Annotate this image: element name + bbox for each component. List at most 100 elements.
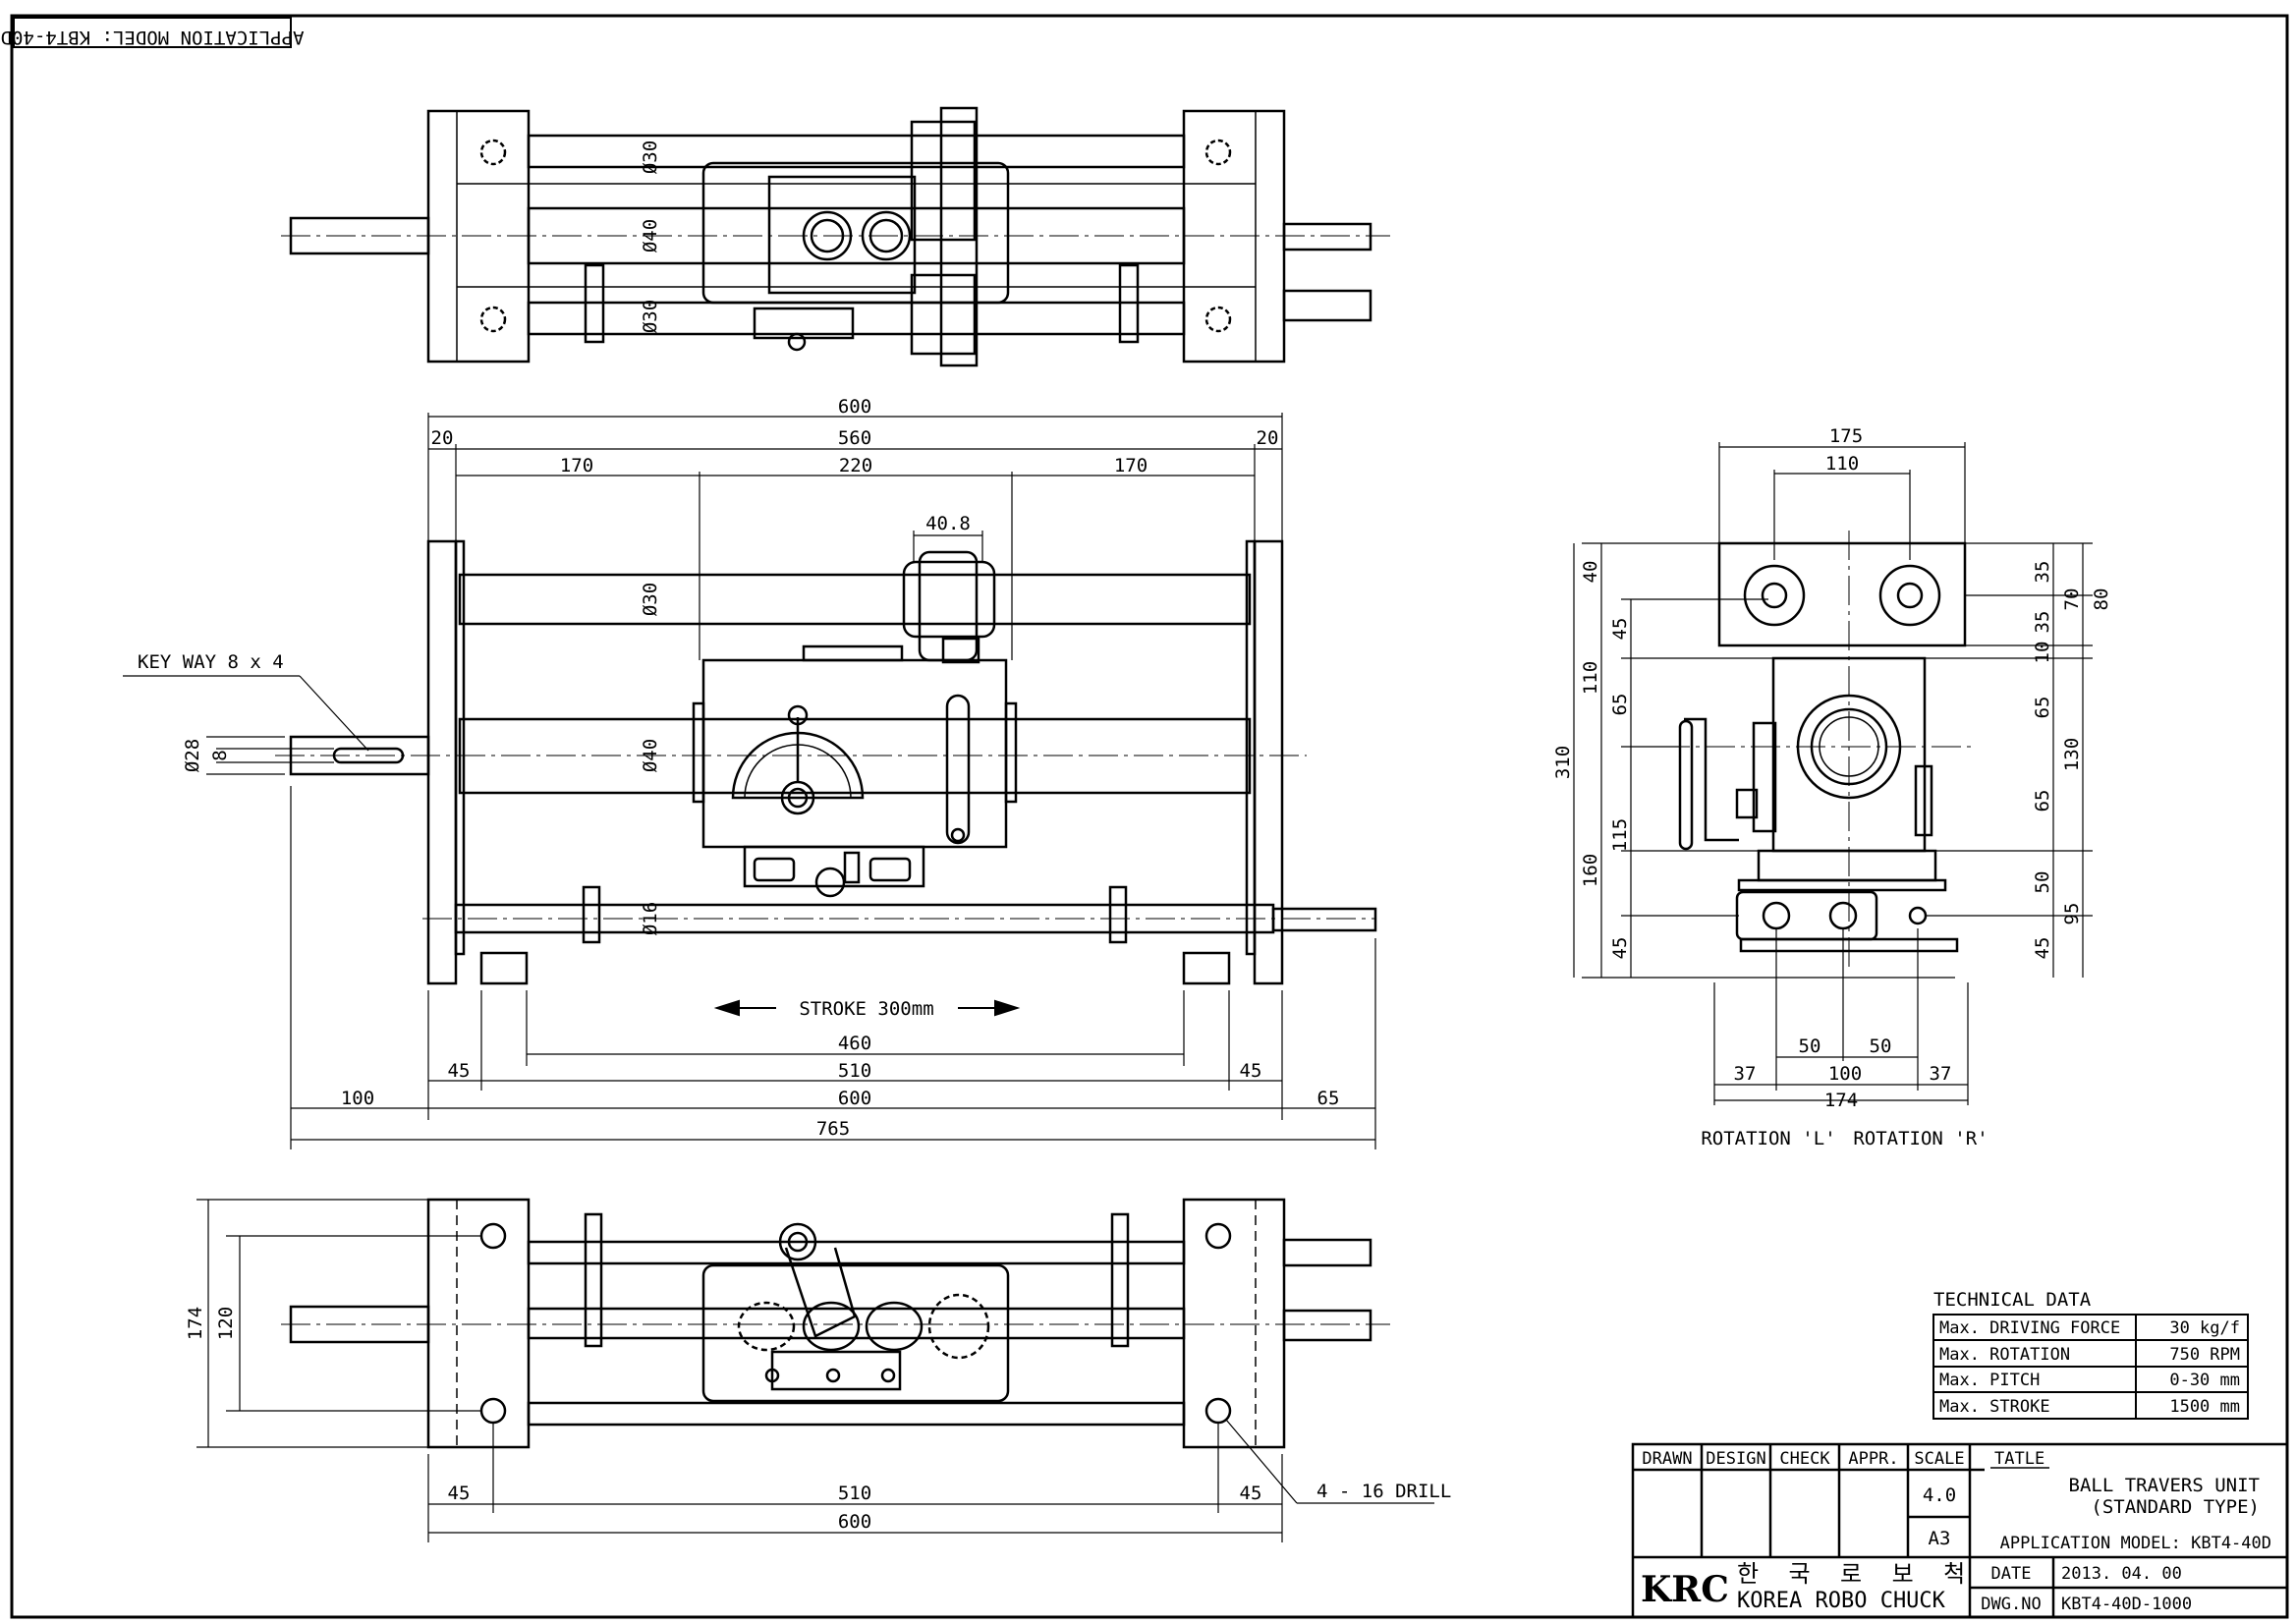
header-scale: SCALE — [1914, 1449, 1964, 1469]
top-diam-mid: Ø40 — [640, 219, 661, 252]
side-dim-50-r: 50 — [2032, 871, 2053, 894]
company-english: KOREA ROBO CHUCK — [1737, 1589, 1946, 1613]
krc-logo: KRC — [1641, 1569, 1729, 1610]
dim-diam-28: Ø28 — [182, 739, 203, 772]
tech-row-value: 1500 mm — [2169, 1397, 2240, 1417]
side-dim-35-a: 35 — [2032, 561, 2053, 584]
front-diam-30: Ø30 — [640, 583, 661, 616]
tatle-label: TATLE — [1994, 1449, 2044, 1469]
bottom-lever-pivot — [778, 1222, 817, 1261]
tech-row-label: Max. DRIVING FORCE — [1939, 1318, 2120, 1338]
top-rod-lower — [527, 301, 1186, 336]
bottom-dim-120: 120 — [215, 1307, 237, 1340]
dim-20-right: 20 — [1257, 427, 1279, 449]
stamp-text: APPLICATION MODEL: KBT4-40D — [1, 27, 305, 48]
scale-value: 4.0 — [1923, 1484, 1956, 1506]
top-nut-housing — [910, 120, 977, 242]
top-diam-lower: Ø30 — [640, 300, 661, 333]
side-dim-95: 95 — [2061, 903, 2083, 925]
sheet-border — [10, 14, 2289, 1619]
drill-label: 4 - 16 DRILL — [1316, 1481, 1451, 1502]
title-line2: (STANDARD TYPE) — [2091, 1496, 2260, 1518]
side-dim-310: 310 — [1552, 746, 1574, 779]
bottom-dim-510: 510 — [838, 1483, 871, 1504]
dim-560: 560 — [838, 427, 871, 449]
top-port-left — [802, 210, 853, 261]
side-dim-175: 175 — [1829, 425, 1863, 447]
side-dim-65-left: 65 — [1609, 694, 1631, 716]
pitch-dial — [731, 731, 865, 800]
side-dim-110-top: 110 — [1825, 453, 1859, 475]
dim-40-8: 40.8 — [925, 513, 971, 534]
bottom-dim-174: 174 — [185, 1307, 206, 1340]
tech-row-label: Max. ROTATION — [1939, 1345, 2070, 1365]
date-value: 2013. 04. 00 — [2061, 1564, 2182, 1584]
bottom-dim-45-right: 45 — [1240, 1483, 1262, 1504]
keyway-label: KEY WAY 8 x 4 — [138, 651, 284, 673]
top-diam-upper: Ø30 — [640, 140, 661, 174]
dwg-label: DWG.NO — [1981, 1595, 2041, 1614]
side-dim-35-b: 35 — [2032, 611, 2053, 634]
side-rod-left — [1743, 564, 1806, 627]
dim-45-left: 45 — [448, 1060, 471, 1082]
header-drawn: DRAWN — [1642, 1449, 1692, 1469]
side-dim-45-a: 45 — [1609, 618, 1631, 641]
side-dim-160: 160 — [1580, 854, 1601, 887]
bottom-dim-45-left: 45 — [448, 1483, 471, 1504]
paper-size: A3 — [1929, 1528, 1951, 1549]
side-dim-10: 10 — [2032, 642, 2053, 664]
tech-row-value: 30 kg/f — [2169, 1318, 2240, 1338]
front-diam-16: Ø16 — [640, 902, 661, 935]
dim-65: 65 — [1317, 1088, 1340, 1109]
top-view — [281, 106, 1390, 367]
side-dim-65-r2: 65 — [2032, 790, 2053, 812]
bottom-view — [196, 1198, 1434, 1542]
stroke-label: STROKE 300mm — [799, 998, 933, 1020]
dim-100: 100 — [341, 1088, 374, 1109]
side-dim-65-r1: 65 — [2032, 697, 2053, 719]
top-carriage-block — [767, 175, 917, 295]
bottom-carriage — [701, 1263, 1010, 1403]
front-shaft-left — [289, 735, 430, 776]
side-dim-174: 174 — [1824, 1090, 1858, 1111]
header-appr: APPR. — [1848, 1449, 1898, 1469]
top-shaft-right — [1282, 222, 1372, 252]
bottom-end-plate-right — [1182, 1198, 1286, 1449]
top-shaft-right-lower — [1282, 289, 1372, 322]
company-korean: 한 국 로 보 척 — [1737, 1560, 1973, 1588]
technical-data-title: TECHNICAL DATA — [1933, 1289, 2092, 1311]
top-nut-flange — [939, 106, 979, 367]
side-dim-45-b: 45 — [1609, 937, 1631, 960]
dim-8: 8 — [209, 750, 231, 760]
header-design: DESIGN — [1706, 1449, 1765, 1469]
bottom-dim-600: 600 — [838, 1511, 871, 1533]
side-dim-80: 80 — [2091, 588, 2112, 611]
side-dim-115: 115 — [1609, 818, 1631, 852]
side-lever — [1684, 717, 1739, 842]
rotation-l-label: ROTATION 'L' — [1701, 1128, 1835, 1149]
front-nut-housing — [902, 560, 996, 639]
dim-220: 220 — [839, 455, 872, 476]
dim-600-bottom: 600 — [838, 1088, 871, 1109]
dim-45-right: 45 — [1240, 1060, 1262, 1082]
keyway-slot — [332, 747, 405, 764]
front-lever-slot — [945, 694, 971, 845]
tech-row-label: Max. STROKE — [1939, 1397, 2050, 1417]
dim-600-top: 600 — [838, 396, 871, 418]
rotation-r-label: ROTATION 'R' — [1853, 1128, 1988, 1149]
dim-510: 510 — [838, 1060, 871, 1082]
side-view — [1573, 442, 2093, 1105]
date-label: DATE — [1991, 1564, 2032, 1584]
technical-data-table: TECHNICAL DATA Max. DRIVING FORCE 30 kg/… — [1932, 1289, 2249, 1420]
tech-row-value: 750 RPM — [2169, 1345, 2240, 1365]
side-dim-130: 130 — [2061, 738, 2083, 771]
side-dim-37-b: 37 — [1930, 1063, 1952, 1085]
dim-20-left: 20 — [431, 427, 454, 449]
dwg-value: KBT4-40D-1000 — [2061, 1595, 2192, 1614]
header-check: CHECK — [1779, 1449, 1830, 1469]
side-dim-40: 40 — [1580, 561, 1601, 584]
dim-170-left: 170 — [560, 455, 593, 476]
side-top-block — [1717, 541, 1967, 647]
tech-row-value: 0-30 mm — [2169, 1371, 2240, 1390]
